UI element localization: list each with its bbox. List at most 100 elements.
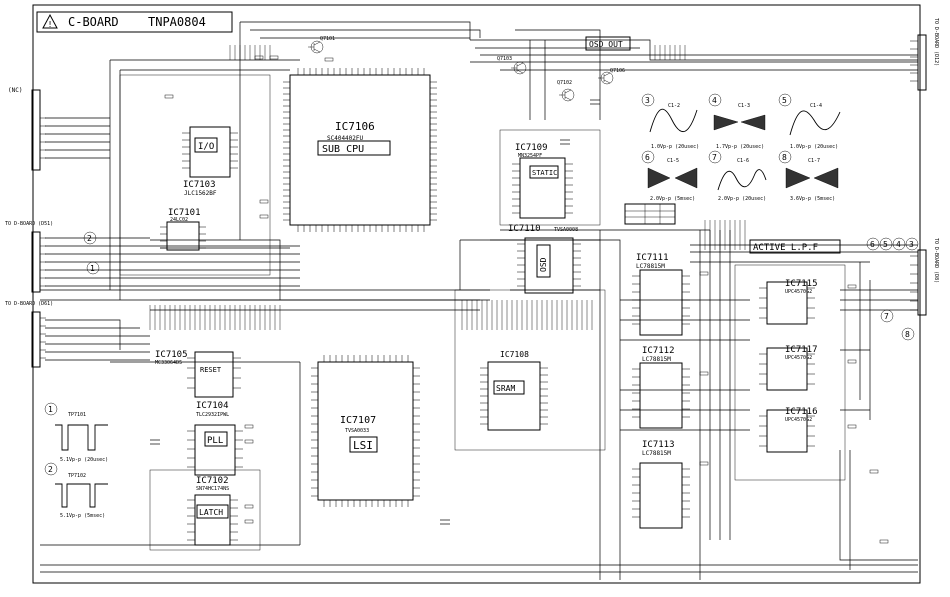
waveform-tp1-num: 1 bbox=[48, 405, 53, 414]
test-markers: 1 2 3 4 5 6 7 8 bbox=[83, 231, 919, 341]
grouping-frames bbox=[119, 74, 846, 551]
chip-ic7106-function: SUB CPU bbox=[322, 144, 364, 155]
chip-ic7108-id: IC7108 bbox=[500, 350, 529, 359]
connector-d61-label: TO D-BOARD (D61) bbox=[5, 301, 53, 307]
chip-ic7103: I/O IC7103 JLC1562BF bbox=[182, 126, 238, 197]
test-marker-2: 2 bbox=[83, 231, 97, 245]
chip-ic7109: STATIC IC7109 MN3254PF bbox=[512, 143, 573, 219]
connector-d12: TO D-BOARD (D12) bbox=[910, 18, 939, 91]
chip-ic7115-part: UPC4570G2 bbox=[785, 289, 812, 295]
waveform-tp1-caption: 5.1Vp-p (20usec) bbox=[60, 457, 108, 463]
chip-ic7116: IC7116 UPC4570G2 bbox=[759, 407, 818, 453]
transistor-q7103: Q7103 bbox=[497, 56, 527, 75]
chip-ic7108-function: SRAM bbox=[496, 384, 515, 393]
waveform-3-num: 3 bbox=[645, 96, 650, 105]
waveform-4: 4 C1-3 1.7Vp-p (20usec) bbox=[708, 93, 766, 150]
transistor-q7101: Q7101 bbox=[308, 36, 335, 54]
test-marker-7: 7 bbox=[880, 309, 894, 323]
chip-ic7101: IC7101 24LC02 bbox=[160, 208, 206, 251]
svg-text:5: 5 bbox=[883, 240, 888, 249]
chip-ic7113-part: LC78815M bbox=[642, 450, 671, 457]
waveform-6-node: C1-5 bbox=[667, 158, 679, 164]
waveform-8-num: 8 bbox=[782, 153, 787, 162]
chip-ic7112-id: IC7112 bbox=[642, 346, 675, 356]
connector-nc: (NC) bbox=[8, 87, 46, 171]
chip-ic7112-part: LC78815M bbox=[642, 356, 671, 363]
chip-ic7102-id: IC7102 bbox=[196, 476, 229, 486]
osd-out-label: OSD OUT bbox=[589, 40, 623, 49]
waveform-6-num: 6 bbox=[645, 153, 650, 162]
chip-ic7115: IC7115 UPC4570G2 bbox=[759, 279, 818, 325]
chip-ic7116-id: IC7116 bbox=[785, 407, 818, 417]
chip-ic7101-part: 24LC02 bbox=[170, 217, 188, 223]
chip-ic7109-function: STATIC bbox=[532, 169, 557, 177]
chip-ic7110-part: TVSA0008 bbox=[554, 227, 578, 233]
connector-d12-label: TO D-BOARD (D12) bbox=[933, 18, 939, 66]
chip-ic7106-id: IC7106 bbox=[335, 120, 375, 133]
waveform-6: 6 C1-5 2.0Vp-p (5msec) bbox=[641, 150, 698, 202]
transistor-q7101-label: Q7101 bbox=[320, 36, 335, 42]
waveform-3: 3 C1-2 1.0Vp-p (20usec) bbox=[641, 93, 699, 150]
chip-ic7113: IC7113 LC78815M bbox=[632, 440, 690, 529]
active-lpf-section: ACTIVE L.P.F bbox=[749, 239, 841, 254]
chip-ic7105: RESET IC7105 MC33064D5 bbox=[155, 350, 241, 398]
chip-ic7107: IC7107 TVSA0033 LSI bbox=[311, 355, 420, 507]
svg-text:7: 7 bbox=[884, 312, 889, 321]
board-part-number: TNPA0804 bbox=[148, 15, 206, 29]
mode-table bbox=[624, 203, 676, 225]
waveform-3-node: C1-2 bbox=[668, 103, 680, 109]
waveform-tp2-caption: 5.1Vp-p (5msec) bbox=[60, 513, 105, 519]
chip-ic7116-part: UPC4570G2 bbox=[785, 417, 812, 423]
chip-ic7104-function: PLL bbox=[207, 436, 223, 446]
chip-ic7110-id: IC7110 bbox=[508, 224, 541, 234]
transistor-q7106: Q7106 bbox=[598, 68, 625, 85]
waveform-5-node: C1-4 bbox=[810, 103, 822, 109]
waveform-tp2: 2 TP7102 5.1Vp-p (5msec) bbox=[44, 462, 108, 519]
test-marker-3: 3 bbox=[905, 237, 919, 251]
waveform-6-caption: 2.0Vp-p (5msec) bbox=[650, 196, 695, 202]
board-title-block: ! C-BOARD TNPA0804 bbox=[36, 11, 233, 33]
transistor-q7102-label: Q7102 bbox=[557, 80, 572, 86]
waveform-4-num: 4 bbox=[712, 96, 717, 105]
chip-ic7104: PLL IC7104 TLC2932IPWL bbox=[187, 401, 243, 476]
test-marker-1: 1 bbox=[86, 261, 100, 275]
connector-d8-label: TO D-BOARD (D8) bbox=[933, 238, 939, 283]
svg-text:8: 8 bbox=[905, 330, 910, 339]
test-marker-6: 6 bbox=[866, 237, 880, 251]
chip-ic7110-function: OSD bbox=[539, 257, 548, 272]
chip-ic7108: SRAM IC7108 bbox=[480, 350, 548, 431]
waveform-8-node: C1-7 bbox=[808, 158, 820, 164]
svg-text:2: 2 bbox=[87, 234, 92, 243]
chip-ic7109-part: MN3254PF bbox=[518, 153, 542, 159]
waveform-5-num: 5 bbox=[782, 96, 787, 105]
waveform-4-node: C1-3 bbox=[738, 103, 750, 109]
waveform-5: 5 C1-4 1.0Vp-p (20usec) bbox=[778, 93, 841, 150]
waveform-8-caption: 3.6Vp-p (5msec) bbox=[790, 196, 835, 202]
chip-ic7112: IC7112 LC78815M bbox=[632, 346, 690, 429]
svg-text:4: 4 bbox=[896, 240, 901, 249]
waveform-4-caption: 1.7Vp-p (20usec) bbox=[716, 144, 764, 150]
chip-ic7105-function: RESET bbox=[200, 366, 222, 374]
transistor-q7103-label: Q7103 bbox=[497, 56, 512, 62]
test-marker-8: 8 bbox=[901, 327, 915, 341]
svg-text:3: 3 bbox=[909, 240, 914, 249]
connector-nc-label: (NC) bbox=[8, 87, 22, 94]
chip-ic7107-part: TVSA0033 bbox=[345, 428, 369, 434]
chip-ic7106-part: SC404402FU bbox=[327, 135, 364, 142]
passive-components bbox=[150, 55, 889, 544]
waveform-7: 7 C1-6 2.0Vp-p (20usec) bbox=[708, 150, 767, 202]
transistor-q7102: Q7102 bbox=[557, 80, 575, 102]
svg-text:1: 1 bbox=[90, 264, 95, 273]
waveform-7-caption: 2.0Vp-p (20usec) bbox=[718, 196, 766, 202]
chip-ic7111: IC7111 LC78815M bbox=[632, 253, 690, 336]
chip-ic7107-function: LSI bbox=[353, 439, 373, 452]
waveform-5-caption: 1.0Vp-p (20usec) bbox=[790, 144, 838, 150]
chip-ic7115-id: IC7115 bbox=[785, 279, 818, 289]
connector-d51: TO D-BOARD (D51) bbox=[5, 221, 53, 293]
chip-ic7103-id: IC7103 bbox=[183, 180, 216, 190]
active-lpf-label: ACTIVE L.P.F bbox=[753, 243, 818, 253]
chip-ic7110: OSD IC7110 TVSA0008 bbox=[508, 224, 581, 294]
chip-ic7117-id: IC7117 bbox=[785, 345, 818, 355]
waveform-3-caption: 1.0Vp-p (20usec) bbox=[651, 144, 699, 150]
